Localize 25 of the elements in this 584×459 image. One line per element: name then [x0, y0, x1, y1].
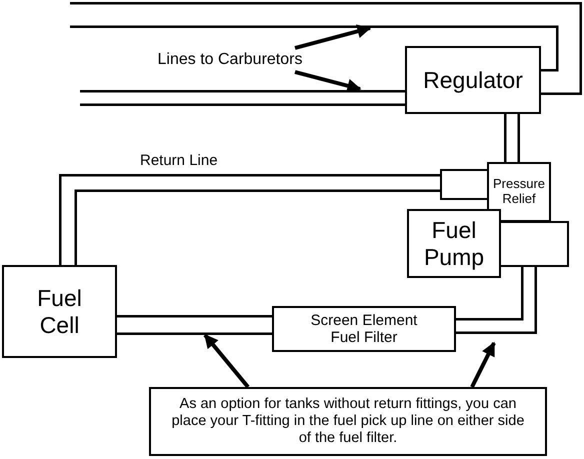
component-label: Screen Element Fuel Filter	[310, 312, 418, 346]
component-label: Regulator	[423, 66, 523, 94]
leader-arrow	[470, 342, 496, 388]
pipe	[59, 174, 440, 265]
fitting-box	[440, 169, 489, 200]
regulator-box	[405, 46, 541, 114]
callout-text: Lines to Carburetors	[158, 50, 302, 70]
pump-box	[407, 209, 501, 278]
filter-box	[272, 306, 456, 352]
note-box	[149, 387, 547, 456]
component-label: Fuel Pump	[422, 217, 486, 270]
component-label: Pressure Relief	[492, 177, 546, 207]
pressure-relief-box	[487, 162, 551, 222]
pipe	[117, 315, 272, 335]
leader-arrow	[203, 334, 250, 388]
component-label: As an option for tanks without return fittings, you can place your T-fitting in the fuel pick up line on either side of the fuel filter.	[170, 396, 526, 446]
leader-arrow	[294, 24, 372, 50]
pump-outlet-box	[499, 221, 569, 267]
pipe	[456, 267, 537, 334]
component-label: Fuel Cell	[36, 285, 83, 338]
pipe	[70, 2, 582, 95]
pipe	[504, 114, 520, 162]
fuel-cell-box	[2, 265, 117, 358]
leader-arrow	[294, 70, 362, 93]
pipe	[80, 90, 405, 106]
